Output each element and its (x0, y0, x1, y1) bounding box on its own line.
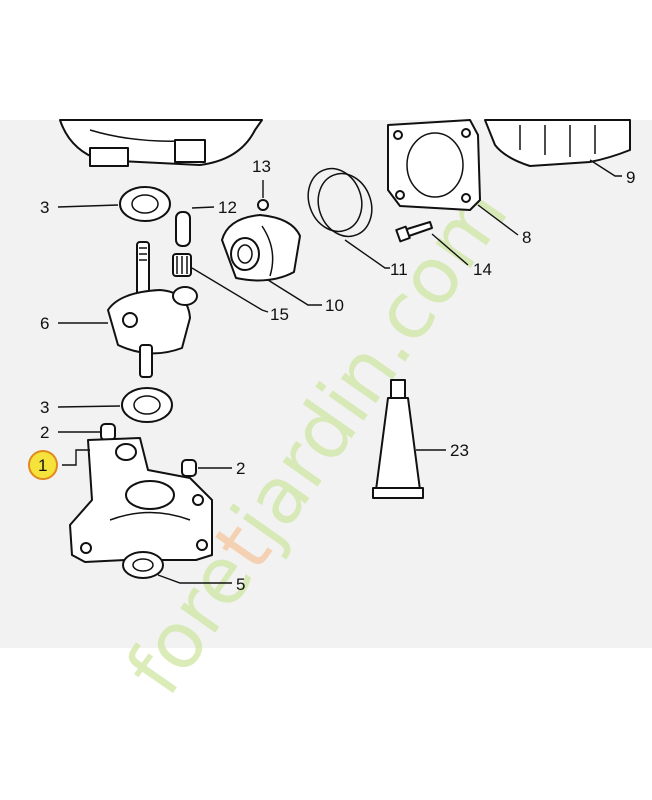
callout-6[interactable]: 6 (40, 314, 49, 333)
circlip-part (257, 199, 269, 211)
callout-2-right[interactable]: 2 (236, 459, 245, 478)
screw-part (395, 221, 433, 243)
callout-12[interactable]: 12 (218, 198, 237, 217)
callout-3-top[interactable]: 3 (40, 198, 49, 217)
callout-23[interactable]: 23 (450, 441, 469, 460)
crankshaft-part (107, 241, 198, 378)
callout-1[interactable]: 1 (38, 456, 47, 475)
callout-2-left[interactable]: 2 (40, 423, 49, 442)
callout-14[interactable]: 14 (473, 260, 492, 279)
grease-tube-part (372, 379, 424, 499)
callout-11[interactable]: 11 (390, 260, 408, 279)
cylinder-part (484, 119, 631, 167)
piston-rings-part (307, 167, 373, 238)
shaft-seal-part (122, 551, 164, 579)
callout-10[interactable]: 10 (325, 296, 344, 315)
callout-labels: 1 2 2 3 3 5 6 8 9 10 11 12 13 14 15 23 (38, 157, 635, 594)
callout-8[interactable]: 8 (522, 228, 531, 247)
dowel-pin-right-part (181, 459, 197, 477)
ball-bearing-bottom-part (121, 387, 173, 423)
callout-13[interactable]: 13 (252, 157, 271, 176)
callout-1-highlight (28, 450, 58, 480)
callout-15[interactable]: 15 (270, 305, 289, 324)
crankcase-top-part (59, 119, 263, 167)
dowel-pin-left-part (100, 423, 116, 441)
leader-lines (57, 159, 622, 584)
needle-bearing-part (172, 253, 192, 277)
callout-3-bottom[interactable]: 3 (40, 398, 49, 417)
piston-part (221, 214, 301, 282)
crankcase-bottom-part (69, 437, 213, 563)
callout-9[interactable]: 9 (626, 168, 635, 187)
gasket-part (387, 119, 481, 211)
callout-5[interactable]: 5 (236, 575, 245, 594)
piston-pin-part (175, 211, 191, 247)
ball-bearing-top-part (119, 186, 171, 222)
